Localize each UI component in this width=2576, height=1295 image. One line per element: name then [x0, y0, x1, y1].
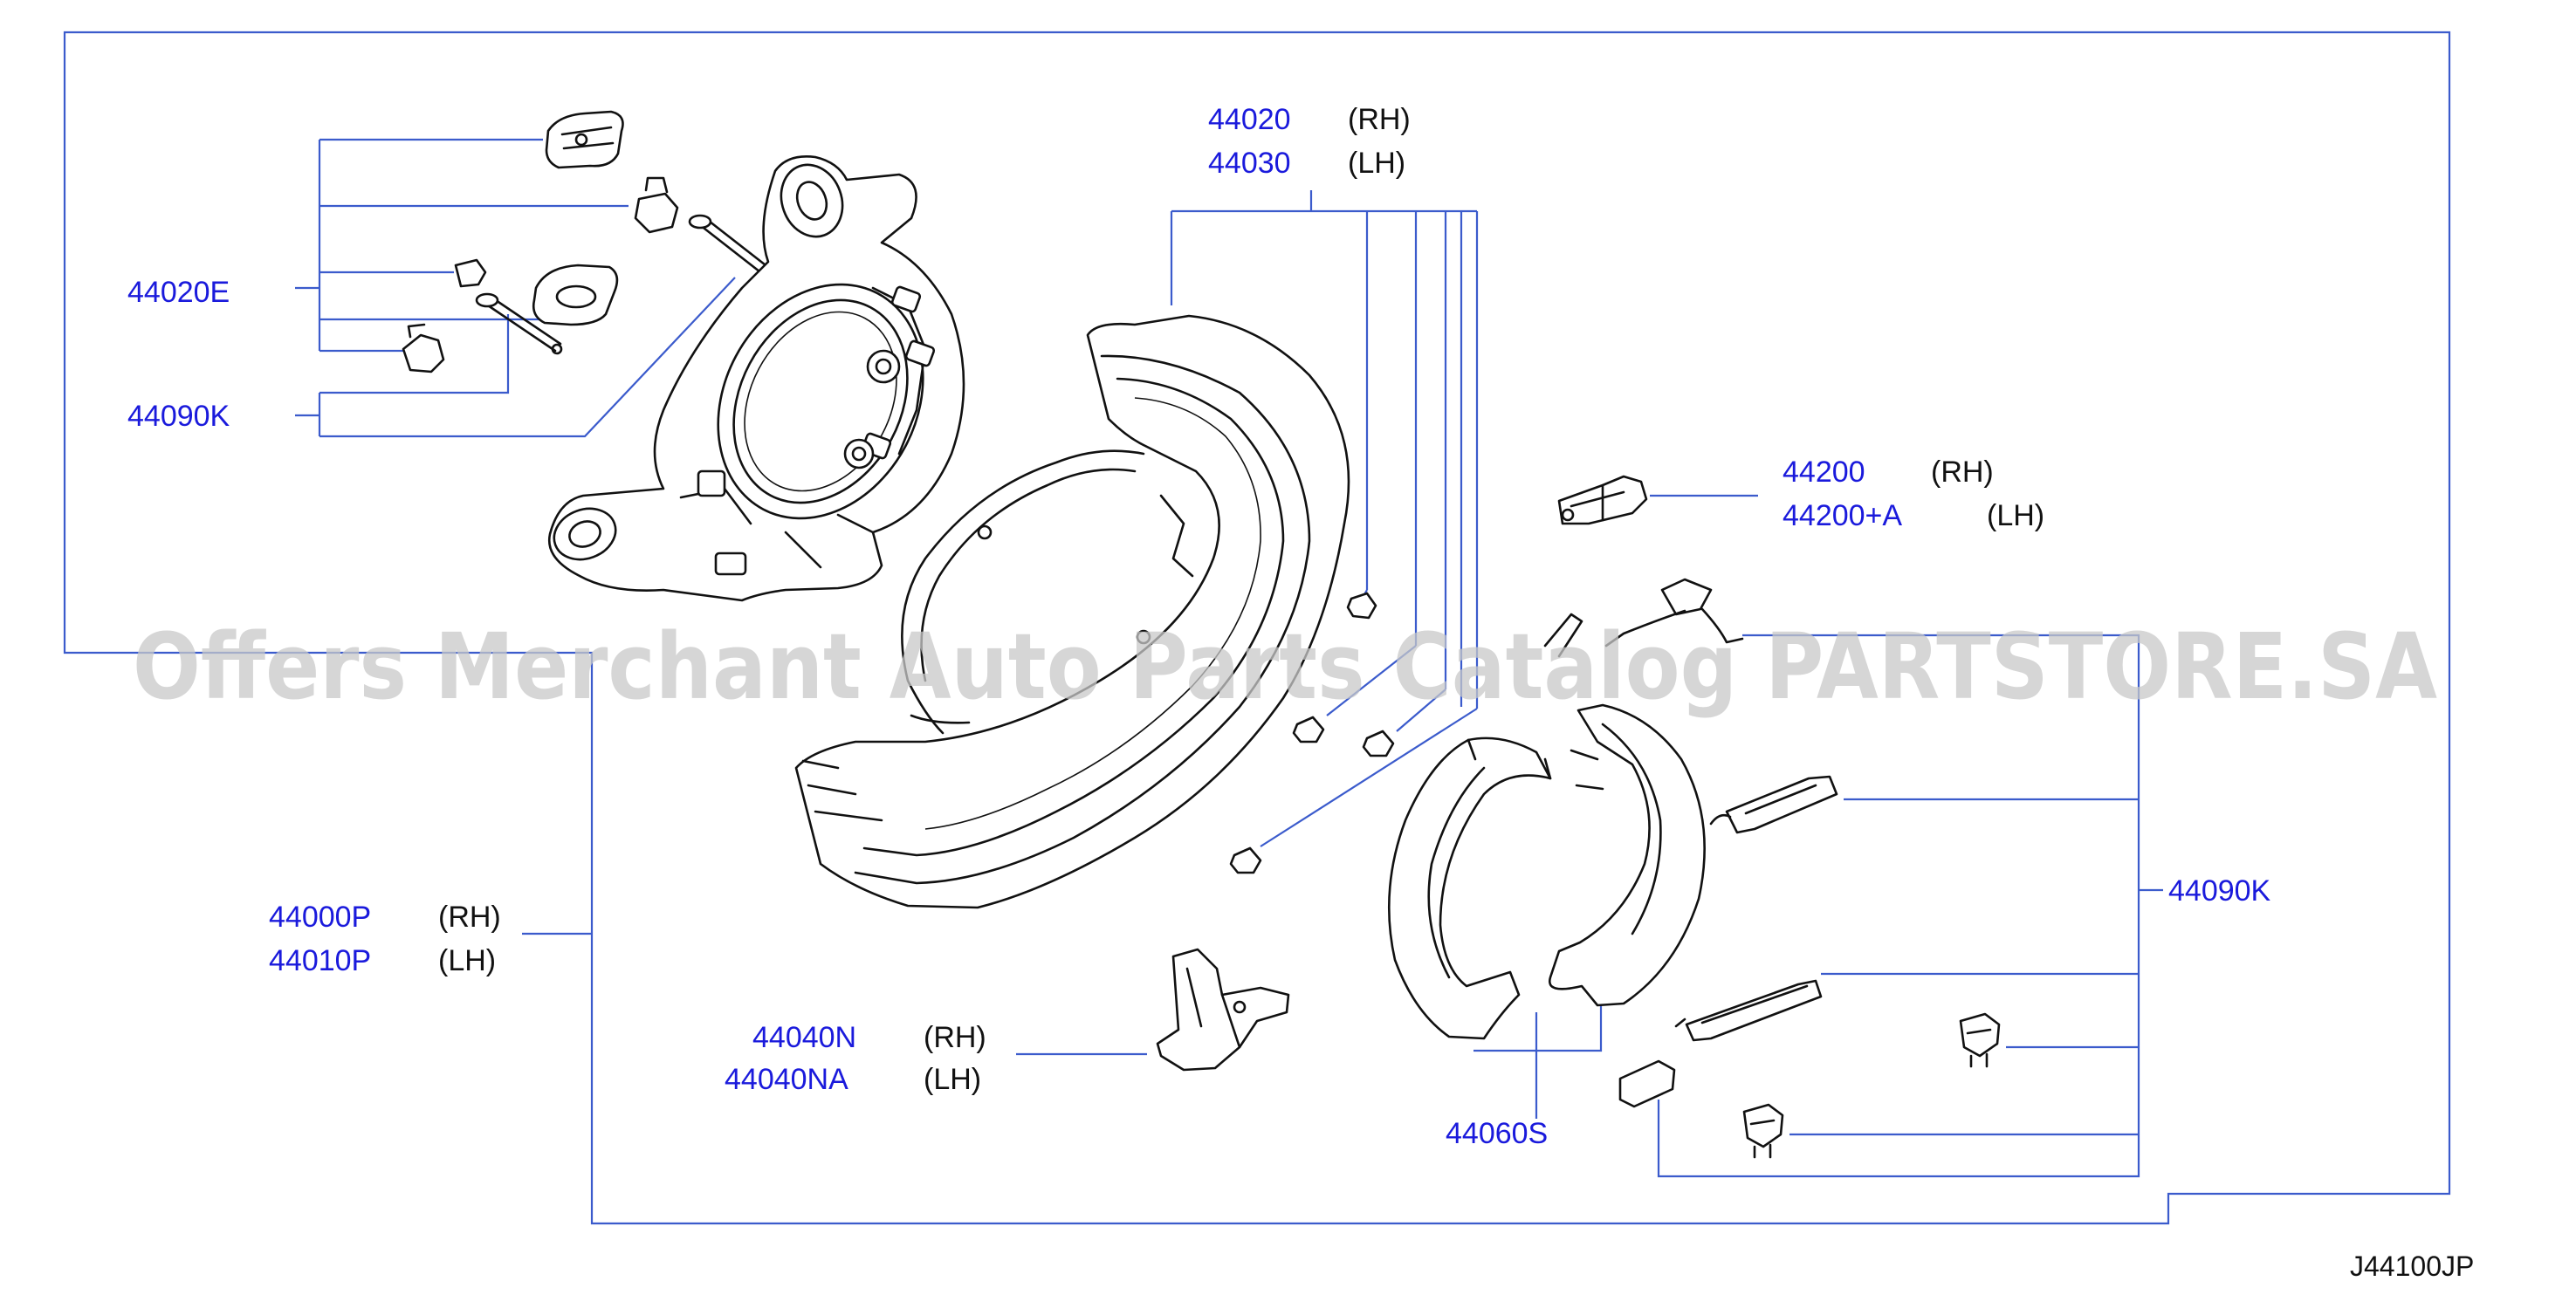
- strut-plate-2: [1674, 979, 1823, 1042]
- adjuster-44200: [1557, 475, 1648, 525]
- part-44200[interactable]: 44200: [1783, 456, 1865, 489]
- leader-44020E: [295, 138, 629, 353]
- side-44000P: (RH): [438, 901, 501, 934]
- grommet-mid: [532, 264, 619, 326]
- plate-bolt-3: [1362, 730, 1395, 757]
- part-44090K-right[interactable]: 44090K: [2168, 874, 2271, 908]
- strut-plate-1: [1709, 775, 1838, 834]
- brake-shoe-right: [1548, 703, 1706, 1007]
- side-44200A: (LH): [1987, 499, 2044, 532]
- spring-top: [1543, 578, 1744, 658]
- side-44030: (LH): [1348, 147, 1405, 180]
- part-44040N[interactable]: 44040N: [752, 1021, 856, 1054]
- side-44010P: (LH): [438, 944, 496, 977]
- grommet-top: [545, 110, 624, 169]
- part-44020E[interactable]: 44020E: [127, 276, 230, 309]
- clip-right-2: [1742, 1103, 1784, 1159]
- brake-shoe-left: [1387, 737, 1552, 1040]
- leader-44090K-left: [295, 277, 736, 438]
- part-44090K-left[interactable]: 44090K: [127, 400, 230, 433]
- part-44200A[interactable]: 44200+A: [1783, 499, 1902, 532]
- clip-lower: [1618, 1059, 1676, 1108]
- clip-small: [454, 258, 487, 288]
- side-44200: (RH): [1931, 456, 1994, 489]
- watermark: Offers Merchant Auto Parts Catalog PARTS…: [133, 613, 2437, 720]
- part-44030[interactable]: 44030: [1208, 147, 1291, 180]
- leader-44090K-right: [1657, 634, 2163, 1178]
- bolt-2: [475, 292, 563, 355]
- back-plate: [794, 314, 1350, 909]
- lever-44040N: [1156, 948, 1290, 1072]
- plate-bolt-2: [1292, 716, 1325, 743]
- plate-bolt-4: [1229, 846, 1262, 874]
- part-44020[interactable]: 44020: [1208, 103, 1291, 136]
- side-44040N: (RH): [924, 1021, 986, 1054]
- assembly-frame: [63, 31, 2451, 1225]
- knuckle-housing: [547, 155, 965, 602]
- leader-44060S: [1473, 1004, 1603, 1119]
- plate-bolt-1: [1346, 592, 1377, 620]
- side-44040NA: (LH): [924, 1063, 981, 1096]
- part-44040NA[interactable]: 44040NA: [725, 1063, 848, 1096]
- part-44010P[interactable]: 44010P: [269, 944, 371, 977]
- diagram-code: J44100JP: [2350, 1250, 2474, 1282]
- clip-right-1: [1959, 1012, 2001, 1068]
- part-44000P[interactable]: 44000P: [269, 901, 371, 934]
- plug-2: [402, 323, 445, 373]
- plug-1: [634, 176, 679, 234]
- part-44060S[interactable]: 44060S: [1446, 1117, 1548, 1150]
- side-44020: (RH): [1348, 103, 1411, 136]
